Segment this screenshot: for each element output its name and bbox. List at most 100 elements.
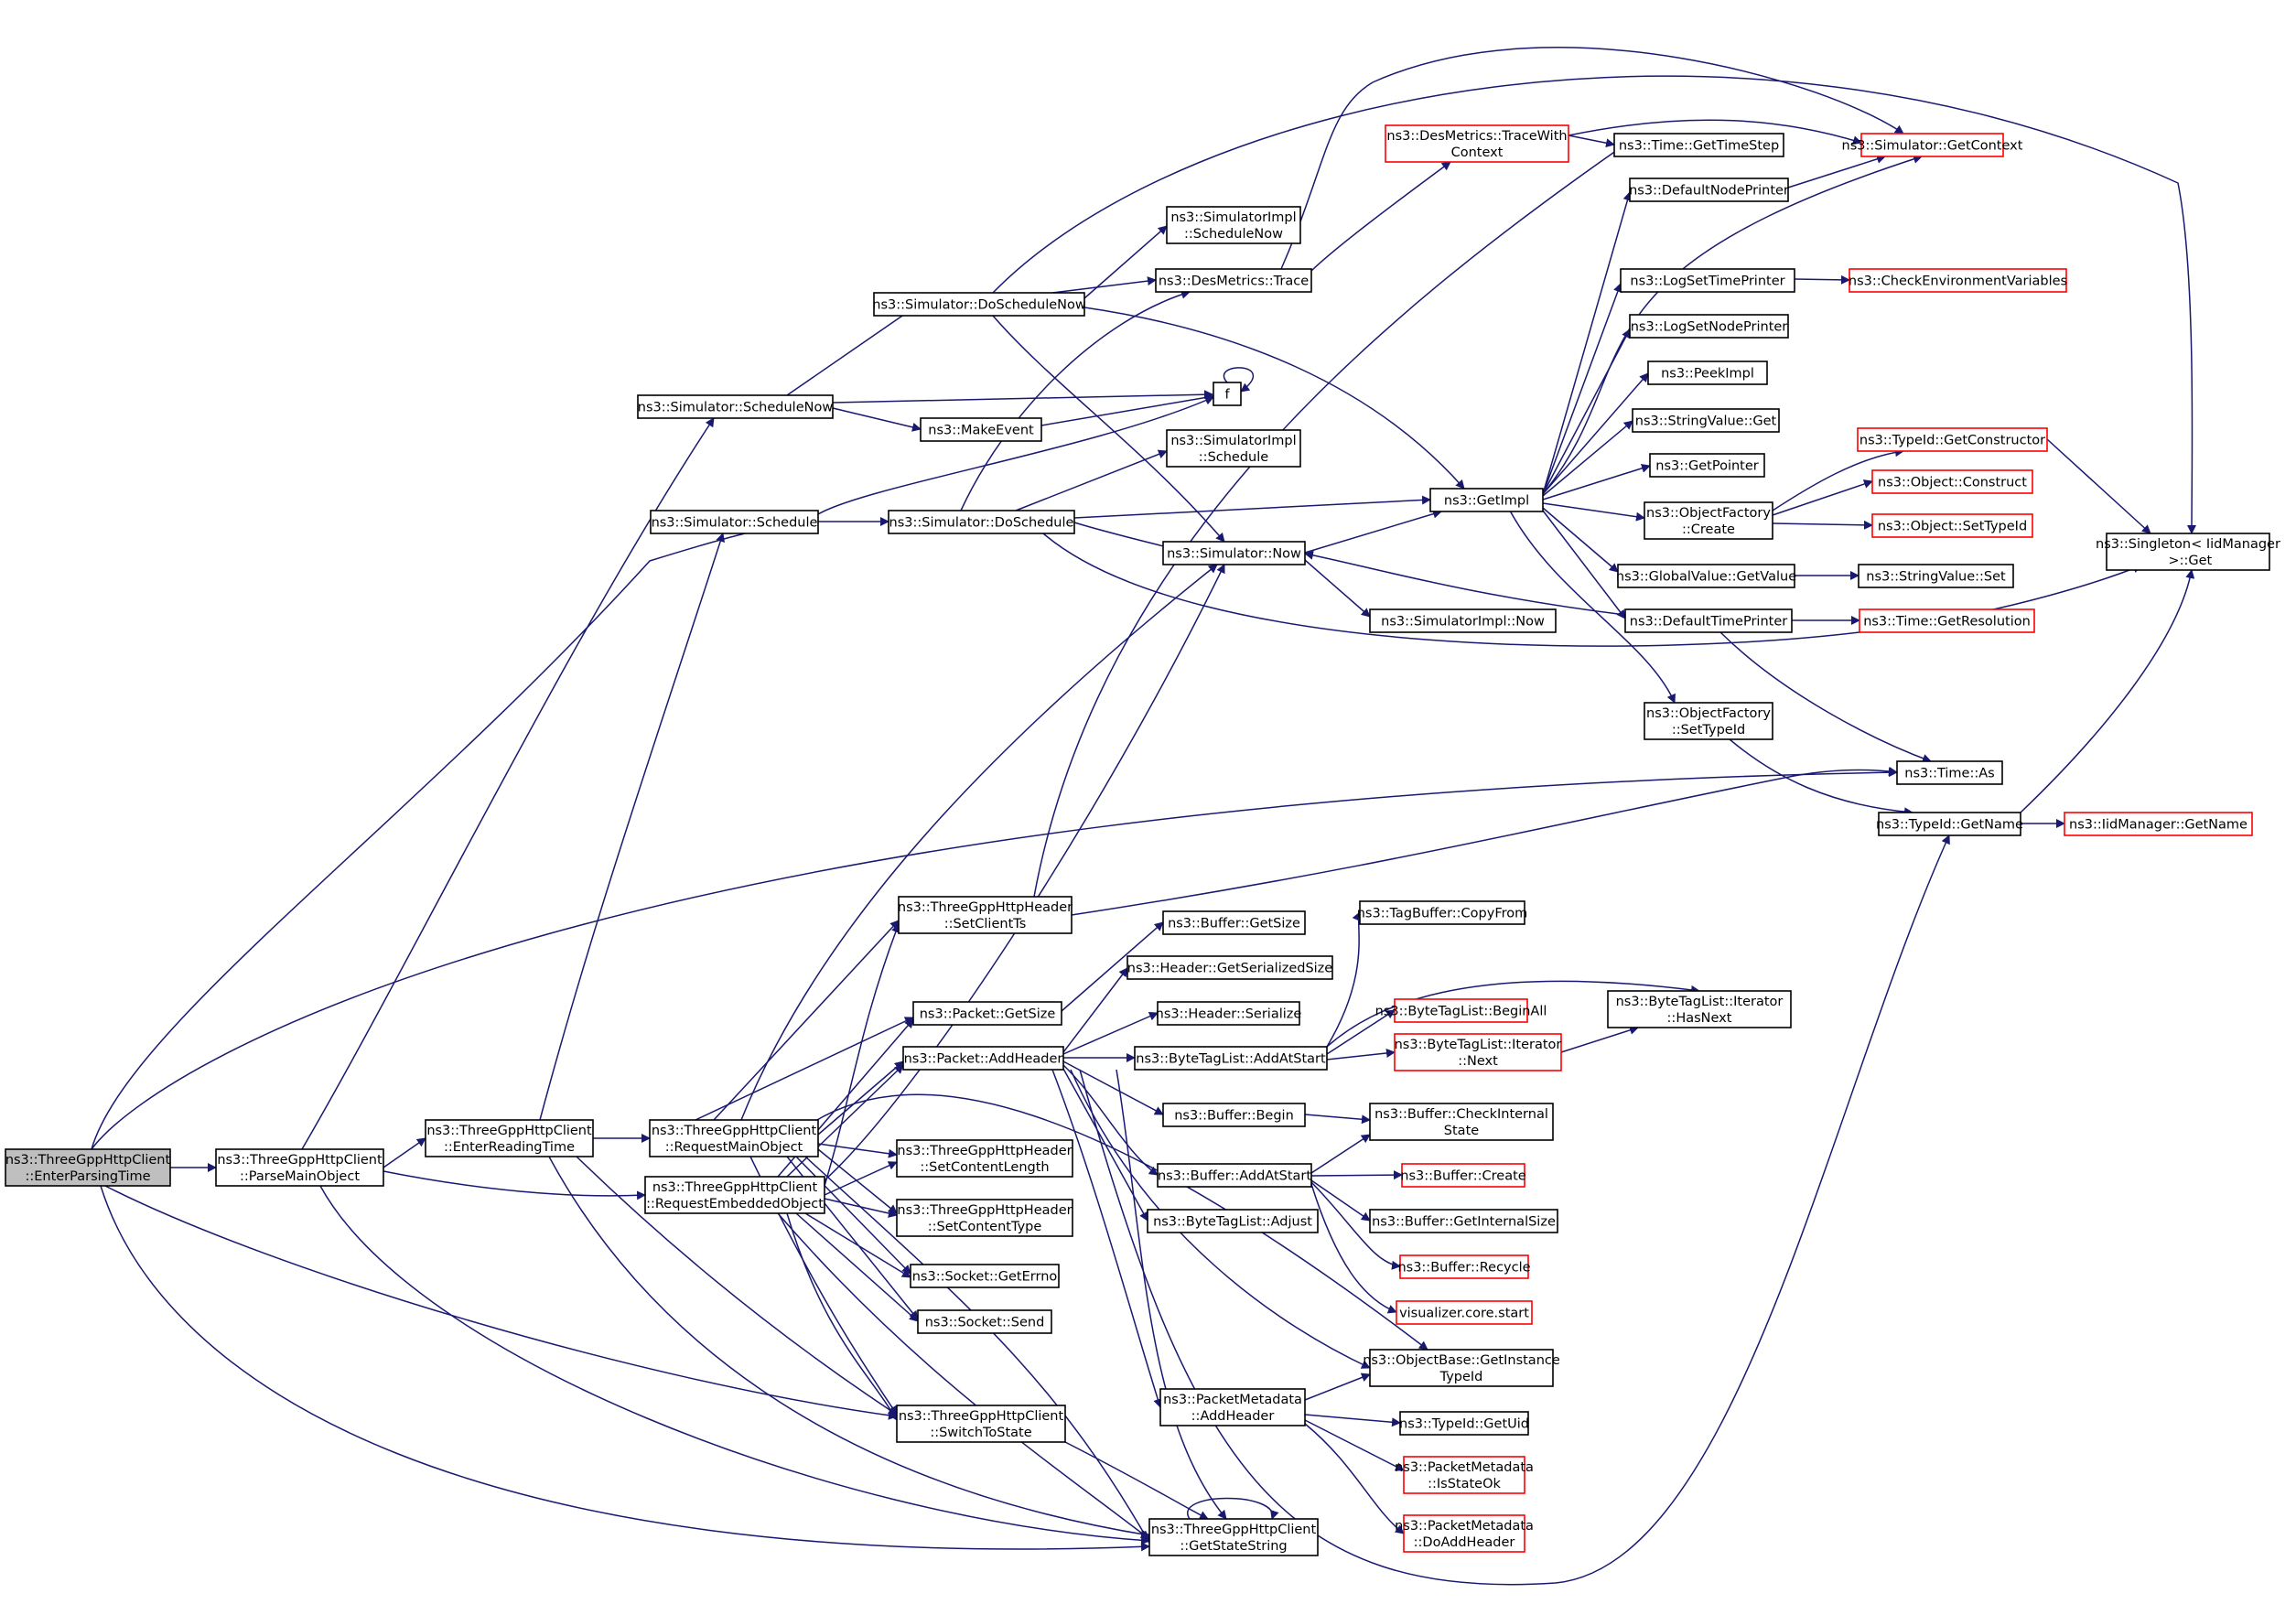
function-node-getpointer[interactable]: ns3::GetPointer: [1649, 453, 1765, 478]
function-node-objconstruct[interactable]: ns3::Object::Construct: [1871, 469, 2033, 494]
function-node-f[interactable]: f: [1213, 382, 1242, 406]
function-node-logsettime[interactable]: ns3::LogSetTimePrinter: [1620, 268, 1795, 293]
call-edge: [1310, 1134, 1371, 1174]
call-edge: [1062, 1064, 1159, 1176]
function-node-bufrecycle[interactable]: ns3::Buffer::Recycle: [1397, 1254, 1531, 1279]
function-node-reqemb[interactable]: ns3::ThreeGppHttpClient::RequestEmbedded…: [644, 1176, 825, 1214]
node-box: [1157, 1163, 1312, 1188]
function-node-btladjust[interactable]: ns3::ByteTagList::Adjust: [1147, 1209, 1319, 1233]
function-node-implnow[interactable]: ns3::SimulatorImpl::Now: [1369, 608, 1557, 633]
function-node-setclientts[interactable]: ns3::ThreeGppHttpHeader::SetClientTs: [898, 896, 1073, 934]
function-node-bufaddstart[interactable]: ns3::Buffer::AddAtStart: [1157, 1163, 1312, 1188]
function-node-switchstate[interactable]: ns3::ThreeGppHttpClient::SwitchToState: [896, 1405, 1066, 1443]
function-node-bufbegin[interactable]: ns3::Buffer::Begin: [1162, 1103, 1306, 1127]
function-node-tagcopy[interactable]: ns3::TagBuffer::CopyFrom: [1357, 900, 1528, 925]
function-node-globalvalue[interactable]: ns3::GlobalValue::GetValue: [1616, 564, 1796, 588]
function-node-parse[interactable]: ns3::ThreeGppHttpClient::ParseMainObject: [215, 1148, 384, 1187]
node-label: ns3::Buffer::AddAtStart: [1158, 1169, 1311, 1184]
function-node-logsetnode[interactable]: ns3::LogSetNodePrinter: [1629, 314, 1789, 339]
function-node-schednow[interactable]: ns3::Simulator::ScheduleNow: [637, 394, 834, 419]
node-box: [920, 417, 1042, 442]
function-node-setcontentlen[interactable]: ns3::ThreeGppHttpHeader::SetContentLengt…: [896, 1139, 1073, 1178]
node-label: Context: [1451, 145, 1504, 160]
node-label: ::EnterReadingTime: [444, 1140, 575, 1155]
function-node-getstatestr[interactable]: ns3::ThreeGppHttpClient::GetStateString: [1148, 1518, 1319, 1556]
node-label: ns3::DefaultNodePrinter: [1629, 184, 1789, 199]
function-node-root[interactable]: ns3::ThreeGppHttpClient::EnterParsingTim…: [5, 1148, 171, 1187]
function-node-gettimestep[interactable]: ns3::Time::GetTimeStep: [1613, 133, 1784, 157]
function-node-pktgetsize[interactable]: ns3::Packet::GetSize: [912, 1001, 1062, 1026]
function-node-pmdoadd[interactable]: ns3::PacketMetadata::DoAddHeader: [1395, 1514, 1534, 1553]
function-node-typeidgetuid[interactable]: ns3::TypeId::GetUid: [1399, 1411, 1529, 1436]
function-node-socksend[interactable]: ns3::Socket::Send: [917, 1309, 1052, 1334]
function-node-getcontext[interactable]: ns3::Simulator::GetContext: [1842, 133, 2023, 157]
function-node-getresolution[interactable]: ns3::Time::GetResolution: [1859, 608, 2035, 633]
node-box: [1859, 608, 2035, 633]
function-node-singleton[interactable]: ns3::Singleton< IidManager >::Get: [2096, 533, 2280, 571]
call-edge: [91, 518, 815, 1150]
call-edge: [824, 1198, 898, 1218]
function-node-setcontenttype[interactable]: ns3::ThreeGppHttpHeader::SetContentType: [896, 1199, 1073, 1237]
function-node-objsettypeid[interactable]: ns3::Object::SetTypeId: [1871, 513, 2033, 538]
node-label: ns3::Object::SetTypeId: [1878, 520, 2027, 534]
function-node-dosched[interactable]: ns3::Simulator::DoSchedule: [888, 510, 1075, 534]
function-node-simnow[interactable]: ns3::Simulator::Now: [1162, 541, 1306, 565]
call-edges: [91, 47, 2197, 1586]
function-node-timeas[interactable]: ns3::Time::As: [1896, 760, 2003, 785]
function-node-strvalset[interactable]: ns3::StringValue::Set: [1858, 564, 2014, 588]
function-node-reqmain[interactable]: ns3::ThreeGppHttpClient::RequestMainObje…: [649, 1119, 819, 1157]
function-node-desmetrics[interactable]: ns3::DesMetrics::Trace: [1155, 268, 1312, 293]
node-box: [1644, 501, 1773, 540]
function-node-buffergetsize[interactable]: ns3::Buffer::GetSize: [1162, 910, 1306, 935]
call-edge: [1062, 1068, 1148, 1222]
node-box: [1620, 268, 1795, 293]
function-node-strvalget[interactable]: ns3::StringValue::Get: [1632, 408, 1780, 433]
function-node-objfcreate[interactable]: ns3::ObjectFactory::Create: [1644, 501, 1773, 540]
function-node-enterread[interactable]: ns3::ThreeGppHttpClient::EnterReadingTim…: [425, 1119, 594, 1157]
node-label: ns3::DesMetrics::TraceWith: [1386, 129, 1567, 144]
function-node-deftimeprinter[interactable]: ns3::DefaultTimePrinter: [1624, 608, 1793, 633]
function-node-bufcreate[interactable]: ns3::Buffer::Create: [1400, 1163, 1526, 1188]
function-node-hdrgetser[interactable]: ns3::Header::GetSerializedSize: [1126, 955, 1333, 980]
function-node-objfsettypeid[interactable]: ns3::ObjectFactory::SetTypeId: [1644, 702, 1773, 740]
function-node-defnodeprinter[interactable]: ns3::DefaultNodePrinter: [1629, 178, 1789, 202]
function-node-doschednow[interactable]: ns3::Simulator::DoScheduleNow: [872, 292, 1086, 317]
function-node-getconstructor[interactable]: ns3::TypeId::GetConstructor: [1857, 427, 2048, 452]
function-node-iidgetname[interactable]: ns3::IidManager::GetName: [2064, 812, 2253, 836]
node-box: [1632, 408, 1780, 433]
node-label: ns3::Time::GetTimeStep: [1619, 139, 1779, 154]
node-label: ns3::Singleton< IidManager: [2096, 537, 2280, 552]
call-edge: [1326, 1048, 1396, 1060]
function-node-getimpl[interactable]: ns3::GetImpl: [1429, 488, 1544, 512]
function-node-makeevent[interactable]: ns3::MakeEvent: [920, 417, 1042, 442]
function-node-pktaddheader[interactable]: ns3::Packet::AddHeader: [902, 1046, 1064, 1071]
node-label: ns3::Simulator::ScheduleNow: [638, 401, 834, 415]
function-node-hdrser[interactable]: ns3::Header::Serialize: [1156, 1001, 1302, 1026]
function-node-pmaddheader[interactable]: ns3::PacketMetadata::AddHeader: [1159, 1388, 1306, 1426]
function-node-implschednow[interactable]: ns3::SimulatorImpl::ScheduleNow: [1166, 206, 1301, 244]
function-node-btlitnext[interactable]: ns3::ByteTagList::Iterator::Next: [1394, 1033, 1562, 1071]
call-edge: [1083, 307, 1465, 490]
node-box: [917, 1309, 1052, 1334]
function-node-checkenv[interactable]: ns3::CheckEnvironmentVariables: [1849, 268, 2067, 293]
function-node-typeidgetname[interactable]: ns3::TypeId::GetName: [1876, 812, 2023, 836]
node-box: [1629, 314, 1789, 339]
function-node-implsched[interactable]: ns3::SimulatorImpl::Schedule: [1166, 429, 1301, 468]
function-node-peekimpl[interactable]: ns3::PeekImpl: [1647, 361, 1768, 385]
function-node-sched[interactable]: ns3::Simulator::Schedule: [650, 510, 819, 534]
node-box: [425, 1119, 594, 1157]
function-node-pmisstateok[interactable]: ns3::PacketMetadata::IsStateOk: [1395, 1456, 1534, 1494]
function-node-btladdstart[interactable]: ns3::ByteTagList::AddAtStart: [1134, 1046, 1328, 1071]
function-node-bufinternal[interactable]: ns3::Buffer::GetInternalSize: [1369, 1209, 1558, 1233]
call-edge: [1304, 550, 1626, 616]
function-node-visstart[interactable]: visualizer.core.start: [1396, 1300, 1533, 1325]
node-label: ::SetContentLength: [920, 1160, 1049, 1175]
call-edge: [1787, 154, 1886, 188]
function-node-sockerrno[interactable]: ns3::Socket::GetErrno: [910, 1264, 1060, 1288]
function-node-btlbeginall[interactable]: ns3::ByteTagList::BeginAll: [1375, 998, 1547, 1023]
function-node-btlithasnext[interactable]: ns3::ByteTagList::Iterator::HasNext: [1607, 990, 1792, 1028]
